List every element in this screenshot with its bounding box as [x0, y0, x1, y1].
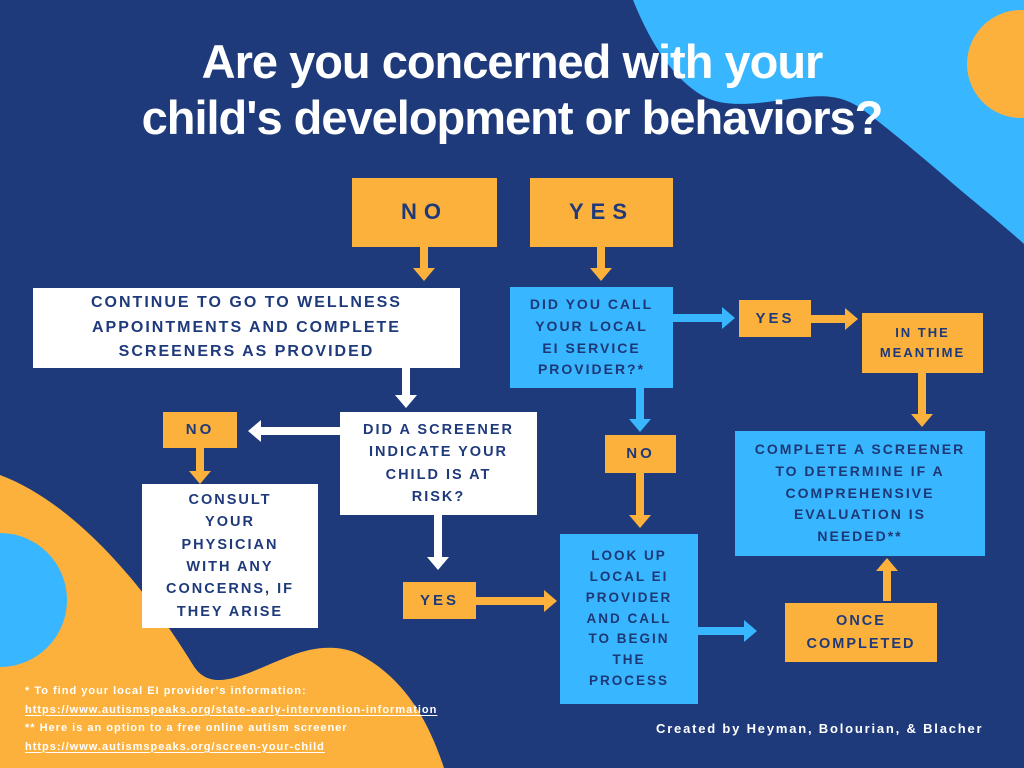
footnotes: * To find your local EI provider's infor… — [25, 682, 437, 756]
arrow-head — [413, 268, 435, 281]
arrow-shaft — [196, 448, 204, 473]
arrow-head — [189, 471, 211, 484]
arrow-once-to-screener — [876, 558, 898, 601]
arrow-lookup-to-once — [698, 620, 757, 642]
arrow-yes-to-meantime — [811, 308, 858, 330]
arrow-call-to-yes — [673, 307, 735, 329]
footnote-autism-screener: ** Here is an option to a free online au… — [25, 722, 348, 734]
arrow-shaft — [420, 247, 428, 270]
arrow-head — [629, 515, 651, 528]
continue-wellness-box: CONTINUE TO GO TO WELLNESS APPOINTMENTS … — [33, 288, 460, 368]
arrow-screener-to-yes — [427, 515, 449, 570]
arrow-no-top-down — [413, 247, 435, 281]
page-title: Are you concerned with your child's deve… — [141, 35, 884, 144]
arrow-shaft — [811, 315, 847, 323]
arrow-no-to-lookup — [629, 473, 651, 528]
arrow-head — [629, 419, 651, 432]
arrow-head — [590, 268, 612, 281]
arrow-head — [845, 308, 858, 330]
credit-line: Created by Heyman, Bolourian, & Blacher — [656, 721, 984, 736]
arrow-no-to-consult — [189, 448, 211, 484]
arrow-shaft — [636, 388, 644, 421]
yellow-blob — [0, 475, 444, 768]
arrow-shaft — [259, 427, 340, 435]
yes-box-right: YES — [739, 300, 811, 337]
arrow-call-to-no — [629, 388, 651, 432]
arrow-meantime-to-screener — [911, 373, 933, 427]
arrow-head — [876, 558, 898, 571]
arrow-continue-to-screener — [395, 368, 417, 408]
arrow-shaft — [918, 373, 926, 416]
no-box-left: NO — [163, 412, 237, 448]
arrow-screener-to-no — [248, 420, 340, 442]
in-the-meantime-box: IN THE MEANTIME — [862, 313, 983, 373]
arrow-shaft — [673, 314, 724, 322]
no-box-right: NO — [605, 435, 676, 473]
arrow-head — [744, 620, 757, 642]
did-you-call-box: DID YOU CALL YOUR LOCAL EI SERVICE PROVI… — [510, 287, 673, 388]
footnote-ei-provider: * To find your local EI provider's infor… — [25, 685, 307, 697]
once-completed-box: ONCE COMPLETED — [785, 603, 937, 662]
arrow-shaft — [476, 597, 546, 605]
light-blue-circle — [0, 533, 67, 667]
arrow-shaft — [597, 247, 605, 270]
arrow-shaft — [698, 627, 746, 635]
autism-screener-link[interactable]: https://www.autismspeaks.org/screen-your… — [25, 740, 325, 753]
arrow-shaft — [434, 515, 442, 559]
arrow-shaft — [636, 473, 644, 517]
yes-box-top: YES — [530, 178, 673, 247]
arrow-head — [427, 557, 449, 570]
arrow-head — [544, 590, 557, 612]
yellow-circle — [967, 10, 1024, 118]
complete-screener-box: COMPLETE A SCREENER TO DETERMINE IF A CO… — [735, 431, 985, 556]
arrow-shaft — [402, 368, 410, 397]
yes-box-middle: YES — [403, 582, 476, 619]
arrow-head — [248, 420, 261, 442]
ei-provider-link[interactable]: https://www.autismspeaks.org/state-early… — [25, 703, 438, 716]
light-blue-blob — [633, 0, 1024, 244]
consult-physician-box: CONSULT YOUR PHYSICIAN WITH ANY CONCERNS… — [142, 484, 318, 628]
arrow-shaft — [883, 569, 891, 601]
arrow-head — [911, 414, 933, 427]
no-box-top: NO — [352, 178, 497, 247]
arrow-head — [722, 307, 735, 329]
did-a-screener-box: DID A SCREENER INDICATE YOUR CHILD IS AT… — [340, 412, 537, 515]
arrow-head — [395, 395, 417, 408]
look-up-provider-box: LOOK UP LOCAL EI PROVIDER AND CALL TO BE… — [560, 534, 698, 704]
arrow-yes-to-lookup — [476, 590, 557, 612]
arrow-yes-top-down — [590, 247, 612, 281]
